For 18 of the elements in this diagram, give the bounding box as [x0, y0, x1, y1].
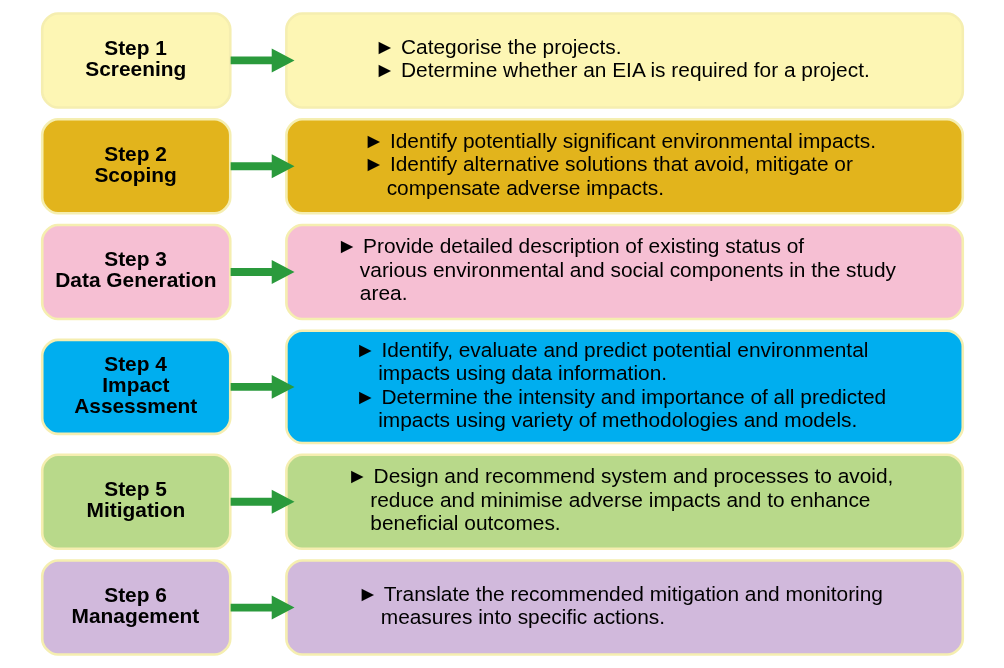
arrow — [230, 48, 294, 73]
arrow — [230, 260, 294, 284]
node-box: Step 1 Screening — [40, 12, 232, 109]
node-box: Step 3 Data Generation — [40, 223, 232, 321]
arrow — [230, 154, 294, 179]
node-box: Step 4 Impact Assessment — [40, 338, 232, 436]
arrow — [230, 595, 294, 620]
node-box: ► Identify potentially significant environmental impacts. ► Identify alternative solutions that avoid, mitigate or compensate adverse impacts. — [284, 117, 964, 215]
node-box: Step 5 Mitigation — [40, 453, 232, 551]
node-box: ► Translate the recommended mitigation and monitoring measures into specific actions. — [284, 559, 964, 656]
arrow — [230, 489, 294, 514]
node-box: Step 6 Management — [40, 559, 232, 656]
arrow — [230, 374, 294, 399]
node-box: ► Categorise the projects. ► Determine whether an EIA is required for a project. — [284, 12, 964, 109]
node-box: ► Identify, evaluate and predict potential environmental impacts using data information. ► Determine the intensity and importance of all predicted impacts using variety of methodologies and models. — [284, 329, 964, 445]
node-box: Step 2 Scoping — [40, 117, 232, 215]
node-box: ► Provide detailed description of existing status of various environmental and social components in the study area. — [284, 223, 964, 321]
node-box: ► Design and recommend system and processes to avoid, reduce and minimise adverse impacts and to enhance beneficial outcomes. — [284, 453, 964, 551]
